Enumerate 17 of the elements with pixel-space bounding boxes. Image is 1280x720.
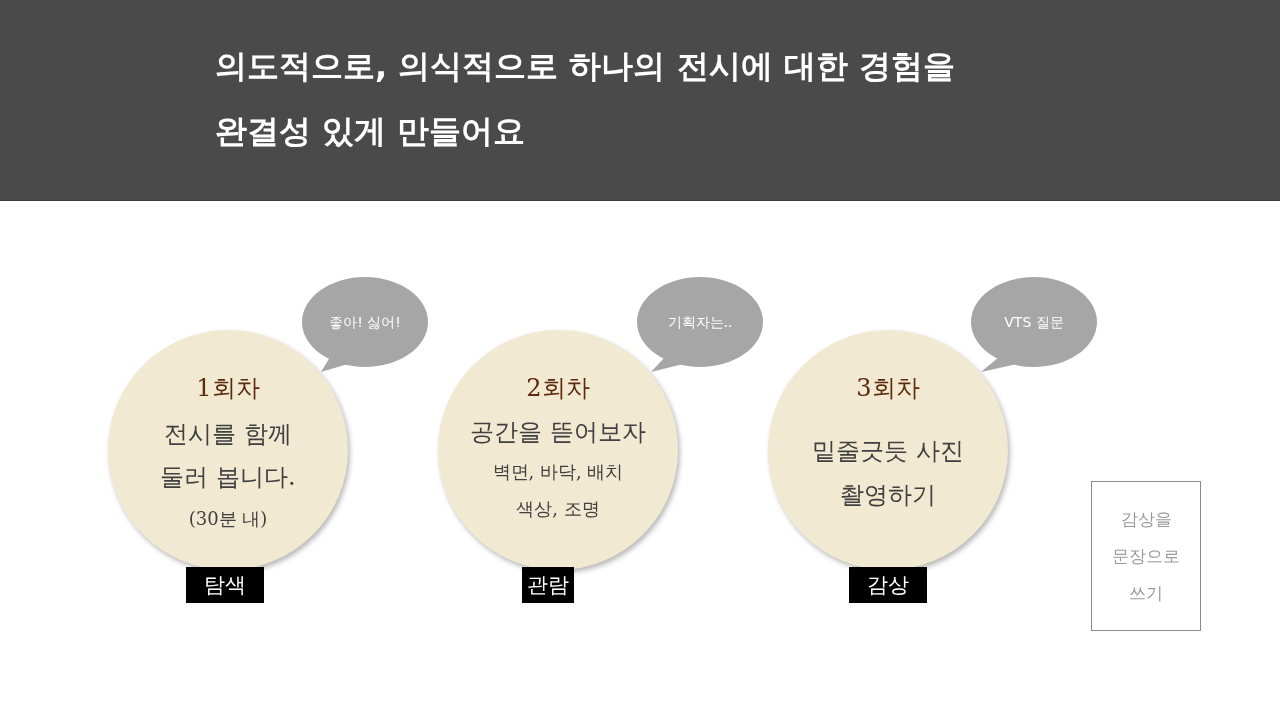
session-description: 공간을 뜯어보자 xyxy=(470,417,646,448)
bubble-text: VTS 질문 xyxy=(1003,313,1065,332)
bubble-text: 기획자는.. xyxy=(666,313,734,332)
slide-title: 의도적으로, 의식적으로 하나의 전시에 대한 경험을 완결성 있게 만들어요 xyxy=(215,46,956,152)
session-description: 밑줄긋듯 사진 촬영하기 xyxy=(811,436,965,511)
session-number: 3회차 xyxy=(856,373,920,404)
session-number: 2회차 xyxy=(526,373,590,404)
stage-label: 감상 xyxy=(849,567,927,603)
note-text: 감상을 문장으로 쓰기 xyxy=(1111,507,1181,605)
session-number: 1회차 xyxy=(196,373,260,404)
note-box xyxy=(1091,481,1201,631)
stage-label: 탐색 xyxy=(186,567,264,603)
stage-label: 관람 xyxy=(522,567,574,603)
session-description: 전시를 함께 둘러 봅니다. xyxy=(159,419,297,493)
session-note: 벽면, 바닥, 배치 색상, 조명 xyxy=(491,460,625,521)
bubble-text: 좋아! 싫어! xyxy=(328,313,402,332)
session-note: (30분 내) xyxy=(188,507,268,531)
